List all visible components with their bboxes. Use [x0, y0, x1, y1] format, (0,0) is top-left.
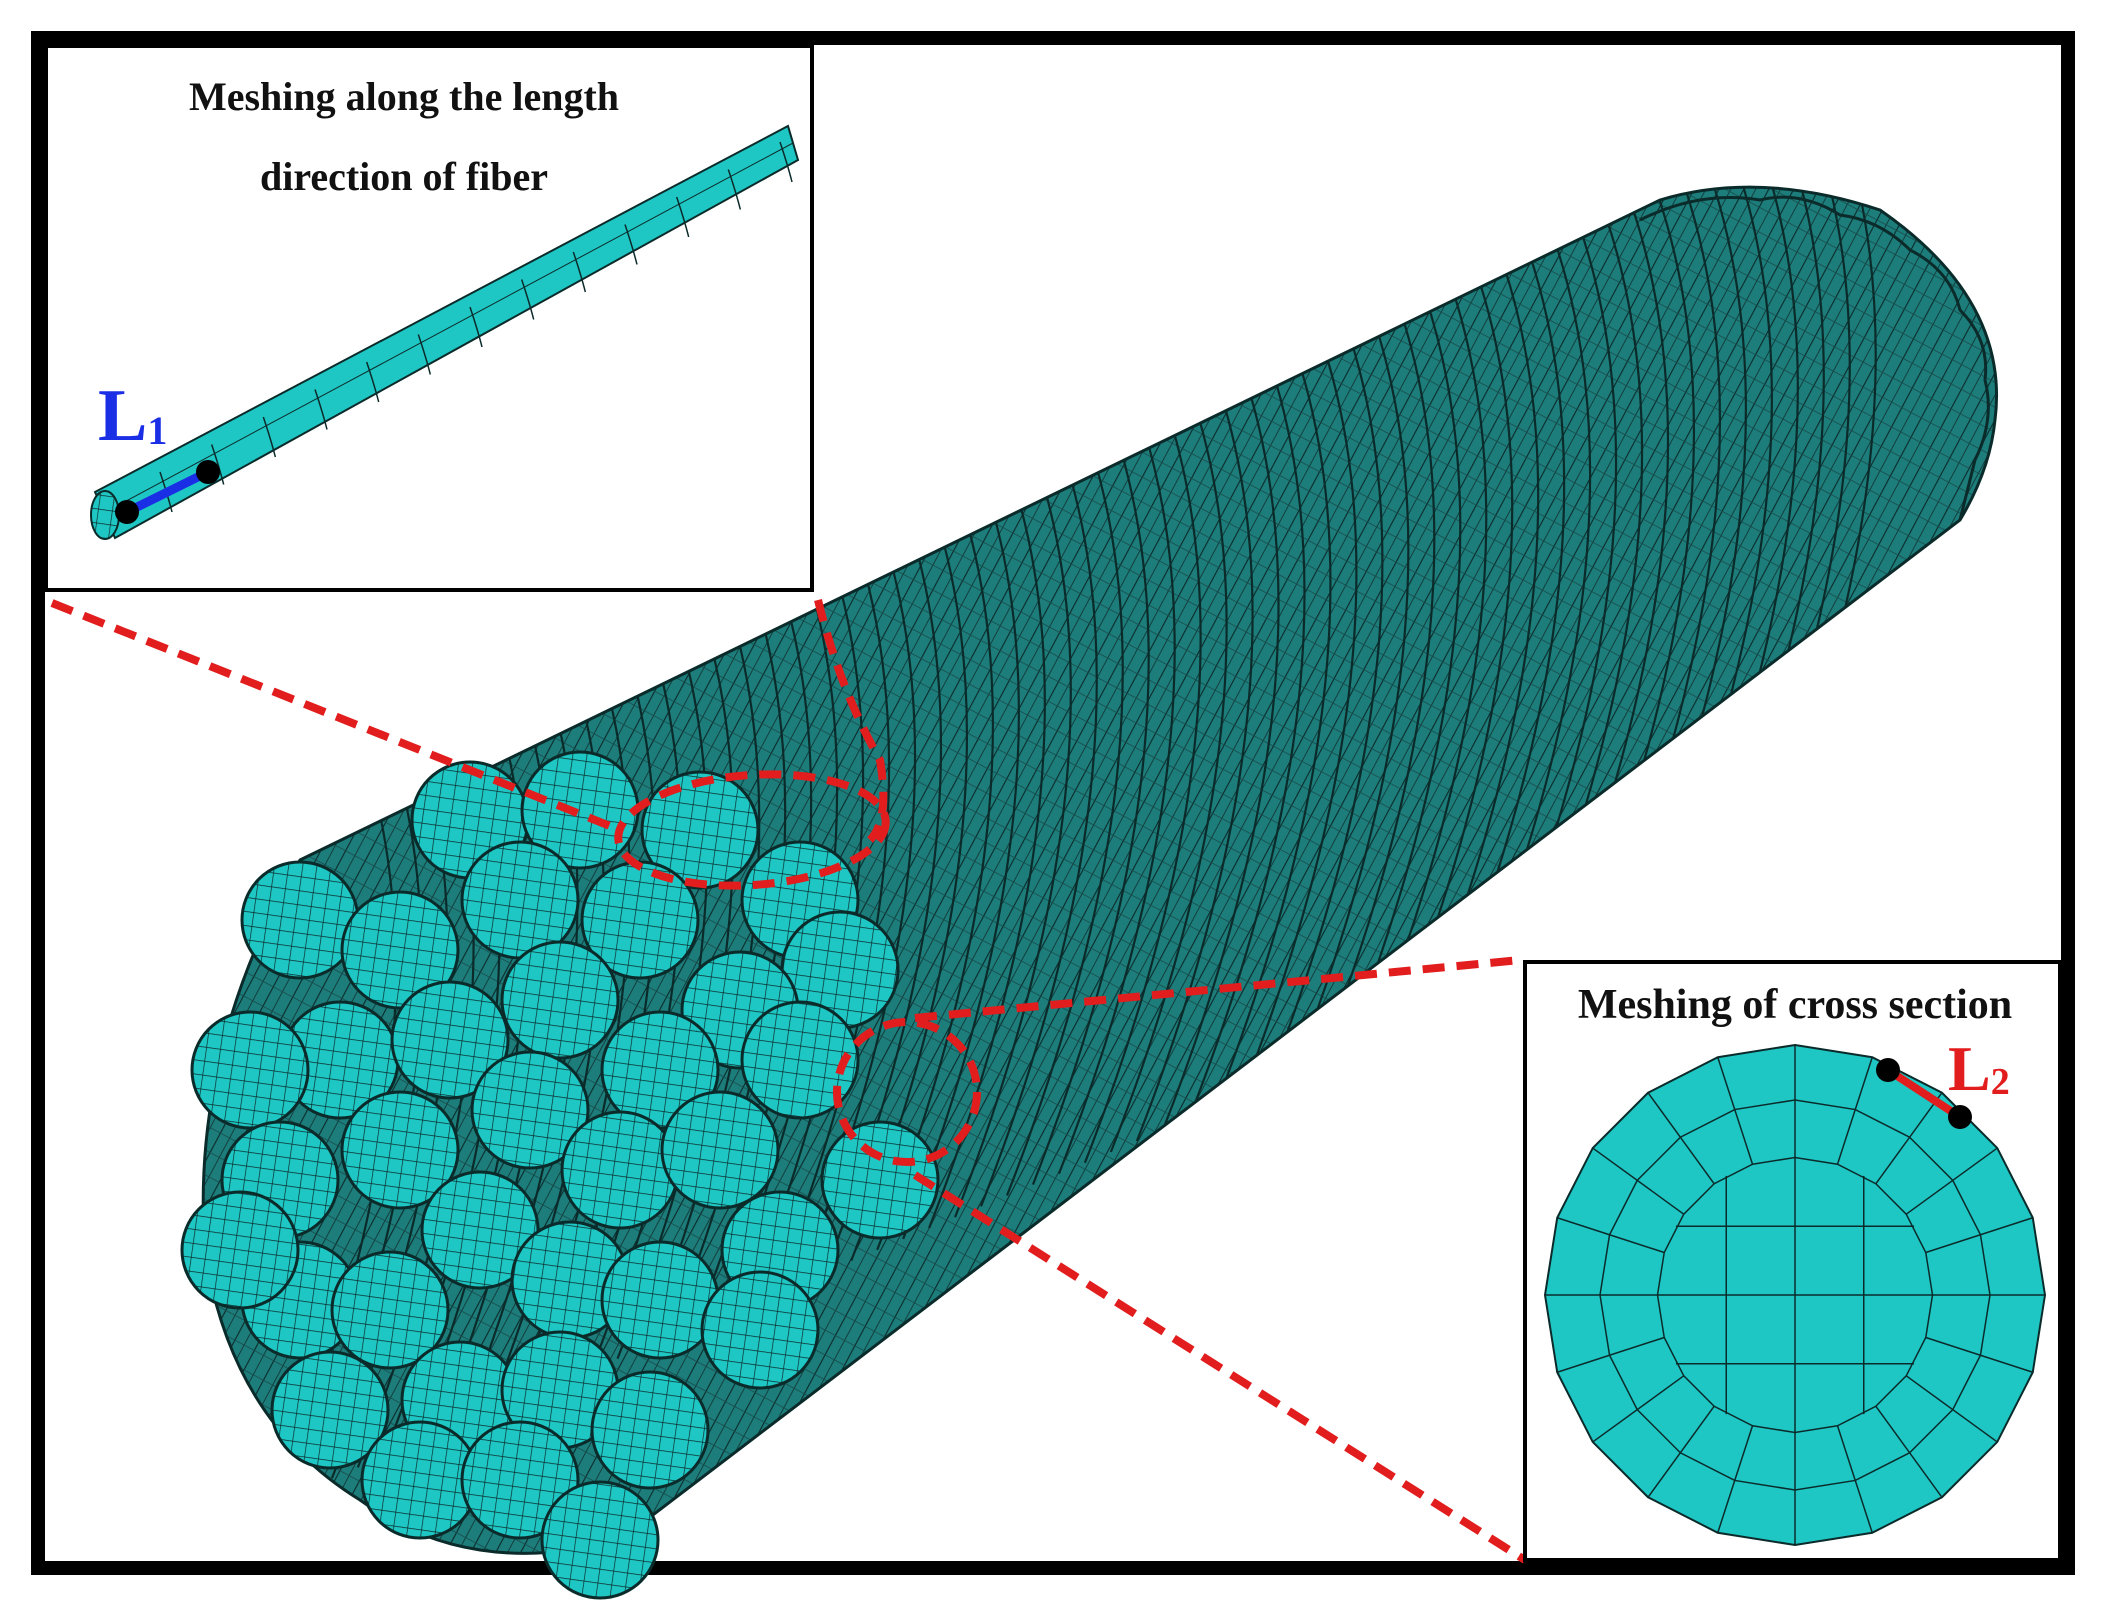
cross-section-radial — [1875, 1405, 1943, 1498]
helix-strand — [772, 532, 891, 1294]
l2-label: L2 — [1948, 1033, 2010, 1104]
cross-section-radial — [1925, 1217, 2033, 1254]
l1-endpoint-start — [115, 500, 139, 524]
helix-strand — [1135, 380, 1254, 1142]
cross-section-radial — [1836, 1057, 1873, 1165]
inset-top-title-line2: direction of fiber — [260, 154, 548, 199]
helix-strand — [980, 445, 1098, 1207]
fiber-end — [460, 1420, 580, 1540]
cross-section-radial — [1717, 1057, 1754, 1165]
fiber-end — [190, 1010, 310, 1130]
helix-strand — [1109, 391, 1228, 1153]
helix-strand — [876, 489, 994, 1251]
fiber-bundle — [180, 185, 1999, 1600]
helix-strand — [1161, 369, 1280, 1131]
helix-strand — [1005, 435, 1124, 1196]
cross-section-radial — [1592, 1147, 1685, 1215]
fiber-end — [470, 1050, 590, 1170]
callout-ellipse-top — [614, 770, 890, 890]
l1-label: L1 — [98, 375, 167, 457]
cross-section-radial — [1557, 1336, 1665, 1373]
fiber-end — [700, 1270, 820, 1390]
helix-strand — [1213, 348, 1332, 1109]
cross-section-radial — [1875, 1092, 1943, 1185]
helix-strand — [954, 456, 1072, 1218]
fiber-end — [340, 1090, 460, 1210]
cross-section-radial — [1647, 1092, 1715, 1185]
cross-section-radial — [1905, 1147, 1998, 1215]
fiber-end — [390, 980, 510, 1100]
rod-mesh-ring — [210, 444, 225, 485]
fiber-end — [500, 940, 620, 1060]
helix-strand — [1317, 304, 1436, 1066]
fiber-end-circles — [180, 750, 940, 1600]
fiber-end — [560, 1110, 680, 1230]
helix-strand — [1057, 413, 1176, 1175]
helix-strand — [902, 478, 1020, 1240]
cross-section-polygon — [1543, 1043, 2047, 1547]
rod-mesh-ring — [624, 224, 638, 265]
cross-section-radial — [1905, 1375, 1998, 1443]
cross-section-radial — [1592, 1375, 1685, 1443]
rod-mesh-ring — [262, 416, 277, 458]
rod-mesh-ring — [365, 361, 380, 403]
helix-strand — [1031, 424, 1150, 1185]
fiber-end — [740, 1000, 860, 1120]
bundle-far-end — [1639, 195, 1990, 521]
fiber-end — [180, 1190, 300, 1310]
rod-mesh-ring — [779, 141, 793, 183]
fiber-end — [270, 1350, 390, 1470]
l2-segment — [1885, 1066, 1963, 1121]
rod-mesh-ring — [314, 389, 328, 430]
rod-mesh-ring — [469, 306, 483, 348]
helix-strand — [616, 598, 735, 1360]
fiber-end — [330, 1250, 450, 1370]
inset-cross-section: Meshing of cross section L2 — [1523, 960, 2062, 1562]
rod-mesh-ring — [572, 251, 587, 293]
cross-section-radial — [1925, 1336, 2033, 1373]
single-fiber-rod — [90, 124, 800, 540]
l2-endpoint-start — [1876, 1058, 1900, 1082]
fiber-end — [540, 1480, 660, 1600]
callout-line-right-lower — [912, 1171, 1528, 1564]
callout-line-top-right — [814, 599, 888, 843]
fiber-end — [820, 1120, 940, 1240]
rod-end-face — [90, 490, 120, 540]
callout-ellipse-bottom — [833, 1018, 981, 1166]
helix-strand — [1343, 293, 1462, 1055]
cross-section-radial — [1557, 1217, 1665, 1254]
callout-overlays — [50, 599, 1528, 1564]
helix-strand — [1239, 337, 1358, 1098]
inset-top-title-line1: Meshing along the length — [189, 74, 619, 119]
helix-strand — [1369, 282, 1488, 1044]
helix-strand — [1395, 271, 1514, 1033]
fiber-end — [660, 1090, 780, 1210]
helix-strand — [1291, 315, 1410, 1077]
fiber-end — [240, 860, 360, 980]
l2-endpoint-end — [1948, 1105, 1972, 1129]
fiber-end — [600, 1240, 720, 1360]
fiber-end — [640, 770, 760, 890]
fiber-end — [590, 1370, 710, 1490]
cross-section-radial — [1717, 1425, 1754, 1533]
inset-bottom-title: Meshing of cross section — [1578, 982, 2012, 1028]
helix-strand — [1265, 326, 1384, 1088]
helix-strand — [590, 609, 709, 1370]
rod-mesh-ring — [727, 169, 742, 210]
helix-strand — [1083, 402, 1202, 1164]
rod-mesh-ring — [675, 196, 690, 238]
cross-section-radial — [1836, 1425, 1873, 1533]
rod-mesh-ring — [520, 279, 535, 320]
cross-section-radial — [1647, 1405, 1715, 1498]
rod-mesh-ring — [417, 334, 432, 375]
l1-endpoint-end — [196, 460, 220, 484]
l1-segment — [125, 467, 210, 517]
helix-strand — [1421, 261, 1540, 1022]
inset-length-mesh: Meshing along the length direction of fi… — [44, 44, 814, 592]
